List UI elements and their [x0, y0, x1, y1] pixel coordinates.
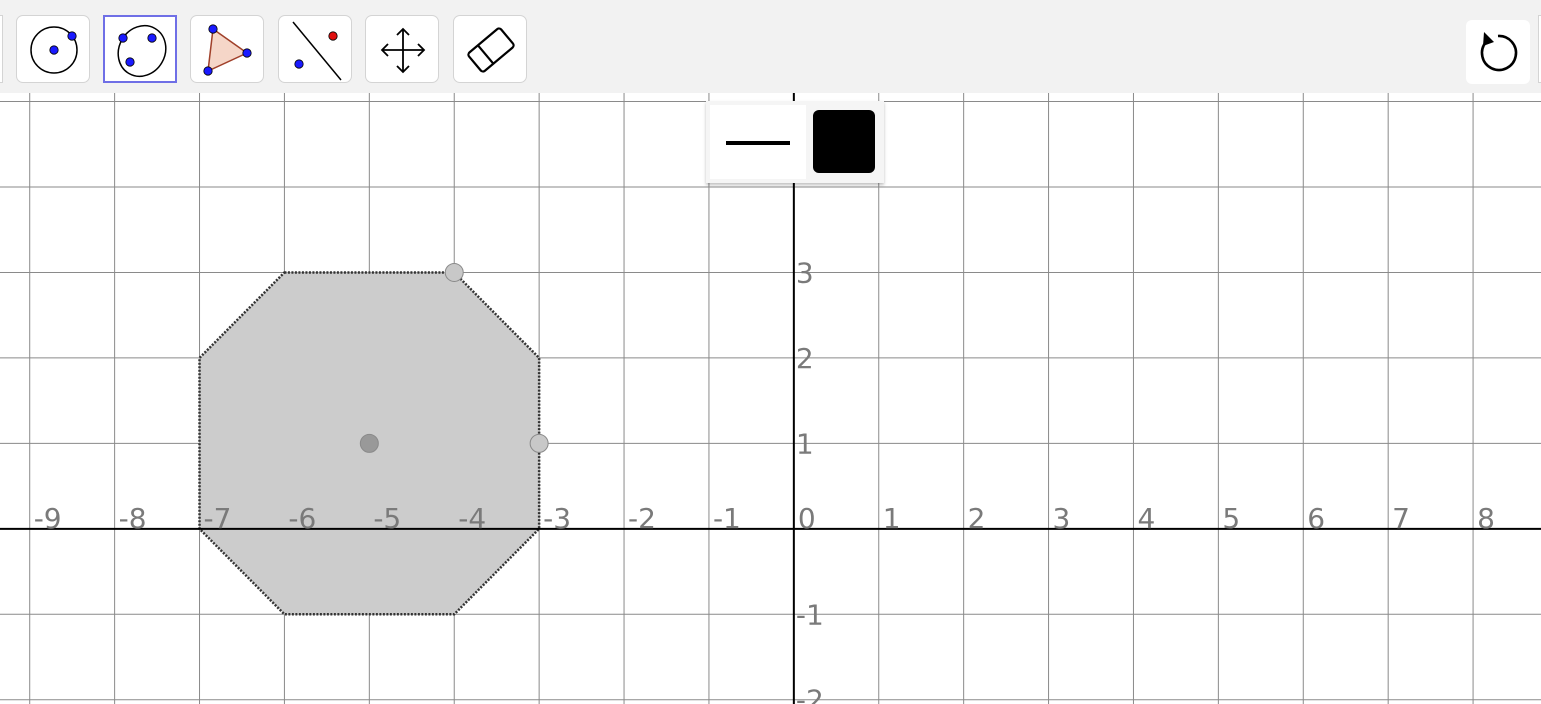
x-axis-tick-labels: -9 -8 -7 -6 -5 -4 -3 -2 -1 0 1 2 3 4 5 6 7 8	[34, 502, 1495, 535]
axes	[0, 93, 1541, 704]
y-tick-label: 2	[796, 342, 814, 375]
x-tick-label: -9	[34, 502, 62, 535]
y-tick-label: 3	[796, 256, 814, 289]
x-tick-label: 5	[1222, 502, 1240, 535]
circle-with-center-icon	[30, 26, 78, 74]
y-axis-tick-labels: -2 -1 1 2 3	[796, 256, 824, 704]
x-tick-label: 3	[1053, 502, 1071, 535]
center-point[interactable]	[359, 433, 379, 453]
y-tick-label: 1	[796, 427, 814, 460]
x-tick-label: -8	[119, 502, 147, 535]
delete-tool[interactable]	[453, 15, 527, 83]
x-tick-label: -6	[288, 502, 316, 535]
y-tick-label: -2	[796, 684, 824, 704]
eraser-icon	[467, 27, 515, 73]
x-tick-label: -5	[373, 502, 401, 535]
move-arrows-icon	[380, 27, 426, 74]
undo-button[interactable]	[1466, 20, 1530, 84]
vertex-point-b[interactable]	[529, 433, 549, 453]
x-tick-label: 0	[798, 502, 816, 535]
ellipse-icon	[117, 24, 167, 78]
x-tick-label: 7	[1392, 502, 1410, 535]
x-tick-label: 6	[1307, 502, 1325, 535]
line-style-button[interactable]	[710, 105, 806, 179]
polygon-icon	[203, 24, 252, 76]
points	[359, 262, 549, 453]
perpendicular-line-tool[interactable]	[278, 15, 352, 83]
perpendicular-line-icon	[292, 21, 342, 81]
x-tick-label: -4	[458, 502, 486, 535]
line-style-icon	[726, 141, 790, 145]
x-tick-label: -7	[204, 502, 232, 535]
color-button[interactable]	[813, 110, 875, 173]
polygon-tool[interactable]	[190, 15, 264, 83]
toolbar-scroll-edge-left[interactable]	[0, 15, 3, 83]
circle-with-center-tool[interactable]	[16, 15, 90, 83]
x-tick-label: 4	[1137, 502, 1155, 535]
graphics-view[interactable]: -9 -8 -7 -6 -5 -4 -3 -2 -1 0 1 2 3 4 5 6 7 8 -2 -1 1 2 3	[0, 93, 1541, 704]
ellipse-tool[interactable]	[103, 15, 177, 83]
x-tick-label: -2	[628, 502, 656, 535]
x-tick-label: -1	[713, 502, 741, 535]
undo-icon	[1480, 32, 1518, 72]
y-tick-label: -1	[796, 598, 824, 631]
move-graphics-view-tool[interactable]	[365, 15, 439, 83]
x-tick-label: -3	[543, 502, 571, 535]
vertex-point-a[interactable]	[444, 262, 464, 282]
style-bar	[706, 101, 884, 183]
x-tick-label: 1	[883, 502, 901, 535]
toolbar-scroll-edge-right[interactable]	[1538, 15, 1541, 83]
toolbar	[0, 0, 1541, 93]
x-tick-label: 2	[968, 502, 986, 535]
x-tick-label: 8	[1477, 502, 1495, 535]
